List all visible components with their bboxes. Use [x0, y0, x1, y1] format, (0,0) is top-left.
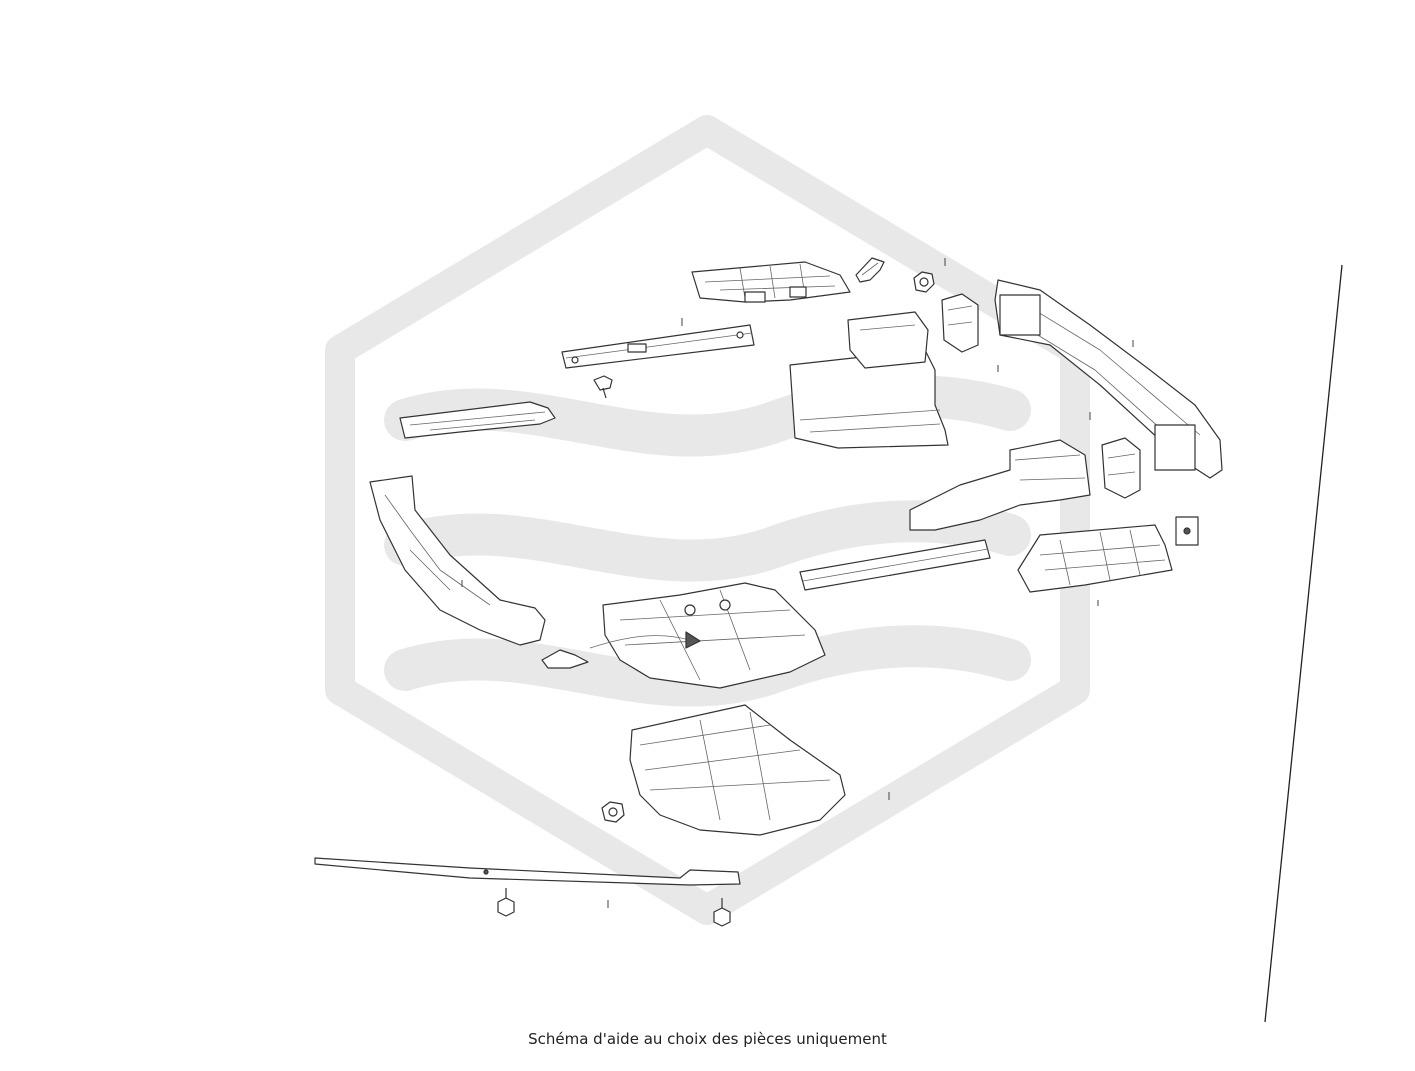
side-panel-strip-icon[interactable] [399, 401, 556, 439]
crash-box-icon[interactable] [1101, 437, 1141, 499]
bumper-reinforcement-beam-icon[interactable] [994, 279, 1223, 479]
support-frame-icon[interactable] [789, 311, 949, 449]
mount-bracket-icon[interactable] [941, 293, 979, 353]
lower-floor-section-icon[interactable] [629, 704, 846, 836]
crossmember-rail-icon[interactable] [561, 324, 755, 369]
tie-bar-strip-icon[interactable] [314, 857, 741, 886]
bolt-lower-left-icon[interactable] [497, 888, 515, 917]
bolt-icon[interactable] [593, 375, 613, 399]
bolt-lower-right-icon[interactable] [713, 898, 731, 927]
flange-nut-icon[interactable] [913, 271, 935, 293]
square-rail-icon[interactable] [799, 539, 991, 591]
arrow-icon [589, 631, 701, 649]
flange-nut-lower-icon[interactable] [601, 801, 625, 823]
lower-side-panel-icon[interactable] [1017, 524, 1173, 593]
side-member-extension-icon[interactable] [909, 439, 1091, 531]
diagram-caption: Schéma d'aide au choix des pièces unique… [528, 1030, 887, 1048]
inner-fender-liner-icon[interactable] [369, 475, 546, 646]
frame-border-line [1264, 264, 1343, 1023]
upper-bracket-panel-icon[interactable] [691, 261, 851, 303]
floor-pan-icon[interactable] [602, 582, 826, 689]
nut-plate-icon[interactable] [1175, 516, 1199, 546]
leader-ticks [461, 258, 1134, 908]
small-bracket-icon[interactable] [541, 649, 589, 669]
small-clip-icon[interactable] [855, 257, 885, 283]
